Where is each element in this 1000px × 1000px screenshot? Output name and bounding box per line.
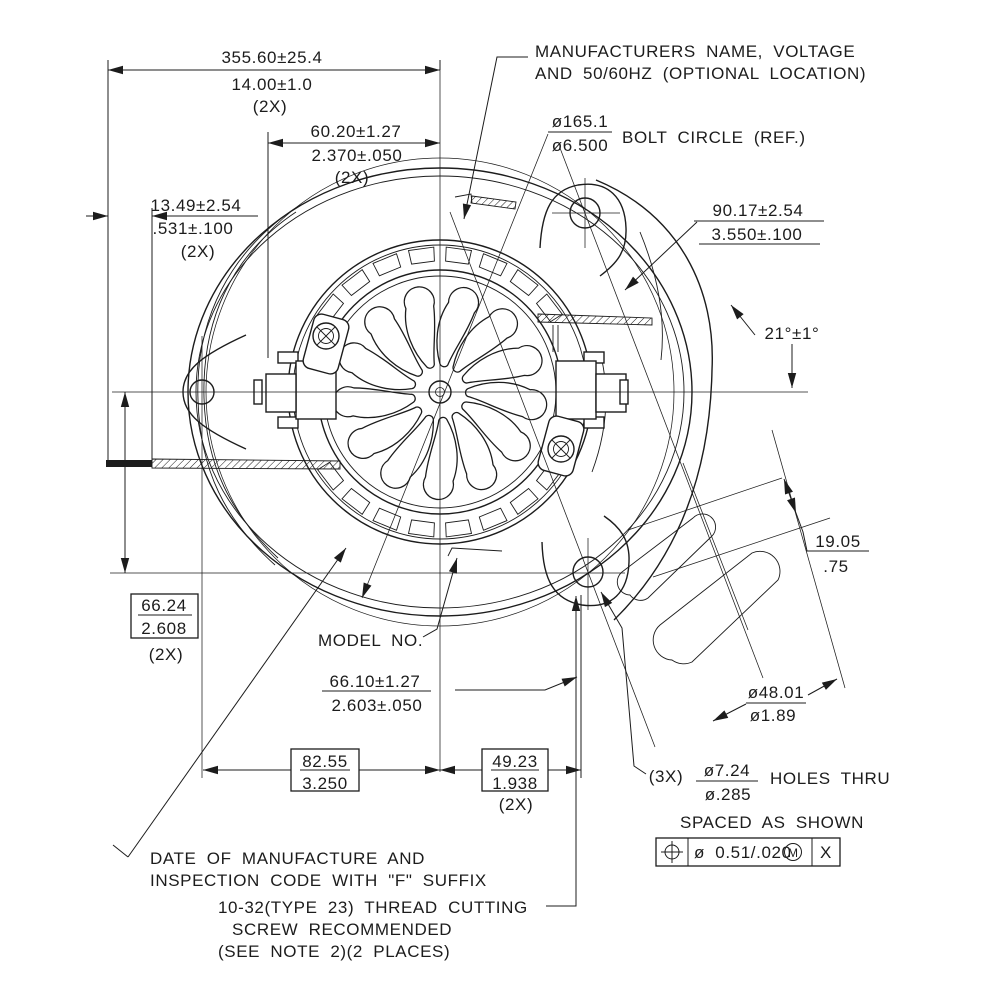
- max-material-condition-icon: [784, 843, 802, 861]
- screw-note-leader: [546, 596, 581, 907]
- spaced-as-shown-label: SPACED AS SHOWN: [680, 813, 864, 832]
- manufacturer-note-line1: MANUFACTURERS NAME, VOLTAGE: [535, 42, 855, 61]
- top-right-mounting-ear: [539, 183, 627, 277]
- dim-flange-offset-qty: (2X): [181, 242, 216, 261]
- annotations: 355.60±25.4 14.00±1.0 (2X) 60.20±1.27 2.…: [141, 42, 890, 961]
- dim-flange-offset-mm: 13.49±2.54: [151, 196, 242, 215]
- top-notch-hatch: [470, 195, 517, 210]
- dim-mount-height-in: 3.550±.100: [712, 225, 803, 244]
- dim-base-height-qty: (2X): [149, 645, 184, 664]
- dimension-lines: [86, 60, 869, 778]
- dim-bolt-span-right-qty: (2X): [499, 795, 534, 814]
- dim-outlet-offset-leader: [455, 676, 578, 691]
- dim-boss-offset-in: .75: [823, 557, 848, 576]
- manufacturer-note-leader: [462, 56, 528, 220]
- dim-bolt-span-left-mm: 82.55: [302, 752, 348, 771]
- screw-note-line1: 10-32(TYPE 23) THREAD CUTTING: [218, 898, 528, 917]
- date-note-line1: DATE OF MANUFACTURE AND: [150, 849, 425, 868]
- dim-boss-offset: [783, 478, 797, 514]
- construction-lines: [361, 133, 846, 748]
- holes-label: HOLES THRU: [770, 769, 890, 788]
- holes-mm: ø7.24: [704, 761, 750, 780]
- right-bracket: [555, 351, 629, 429]
- bottom-mounting-ear: [541, 515, 630, 607]
- bolt-circle-in: ø6.500: [552, 136, 609, 155]
- dim-bolt-span-right-in: 1.938: [492, 774, 538, 793]
- dim-overall-width-in: 14.00±1.0: [232, 75, 313, 94]
- date-note-leader: [127, 547, 347, 858]
- date-note-line2: INSPECTION CODE WITH "F" SUFFIX: [150, 871, 487, 890]
- note-leaders: [112, 56, 647, 907]
- dim-bolt-span-left-in: 3.250: [302, 774, 348, 793]
- dim-base-height-mm: 66.24: [141, 596, 187, 615]
- gdt-datum: X: [820, 843, 832, 862]
- holes-qty: (3X): [649, 767, 684, 786]
- holes-leader: [600, 591, 647, 775]
- model-no-leader: [422, 557, 458, 638]
- dim-overall-width-mm: 355.60±25.4: [221, 48, 322, 67]
- dim-outlet-offset-in: 2.603±.050: [332, 696, 423, 715]
- bolt-circle-label: BOLT CIRCLE (REF.): [622, 128, 806, 147]
- dim-inlet-offset-mm: 60.20±1.27: [311, 122, 402, 141]
- gdt-frame: [655, 837, 841, 867]
- dim-inlet-offset-qty: (2X): [335, 168, 370, 187]
- dim-outlet-offset-mm: 66.10±1.27: [330, 672, 421, 691]
- assembly-screws: [302, 313, 585, 477]
- left-flange-hatch: [151, 458, 341, 470]
- manufacturer-note-line2: AND 50/60HZ (OPTIONAL LOCATION): [535, 64, 866, 83]
- bolt-circle-mm: ø165.1: [552, 112, 609, 131]
- holes-in: ø.285: [705, 785, 751, 804]
- dim-boss-dia-in: ø1.89: [750, 706, 796, 725]
- right-flange-hatch: [537, 313, 653, 326]
- screw-note-line2: SCREW RECOMMENDED: [232, 920, 452, 939]
- bolt-circle-leader: [361, 133, 549, 599]
- position-symbol-icon: [661, 841, 683, 863]
- dim-inlet-offset-in: 2.370±.050: [312, 146, 403, 165]
- dim-overall-width-qty: (2X): [253, 97, 288, 116]
- dim-base-height-in: 2.608: [141, 619, 187, 638]
- dim-boss-offset-mm: 19.05: [815, 532, 861, 551]
- dim-mount-height-leader: [624, 221, 698, 291]
- dim-boss-dia-mm: ø48.01: [748, 683, 805, 702]
- dim-mount-height-mm: 90.17±2.54: [713, 201, 804, 220]
- dim-bolt-span-right-mm: 49.23: [492, 752, 538, 771]
- gdt-modifier: M: [788, 846, 798, 860]
- dim-flange-offset-in: .531±.100: [153, 219, 234, 238]
- gdt-tolerance: ø 0.51/.020: [694, 843, 792, 862]
- model-no-label: MODEL NO.: [318, 631, 423, 650]
- screw-note-line3: (SEE NOTE 2)(2 PLACES): [218, 942, 450, 961]
- boxed-dimensions: [130, 593, 549, 792]
- dim-mount-angle-label: 21°±1°: [765, 324, 820, 343]
- centerlines: [110, 60, 808, 778]
